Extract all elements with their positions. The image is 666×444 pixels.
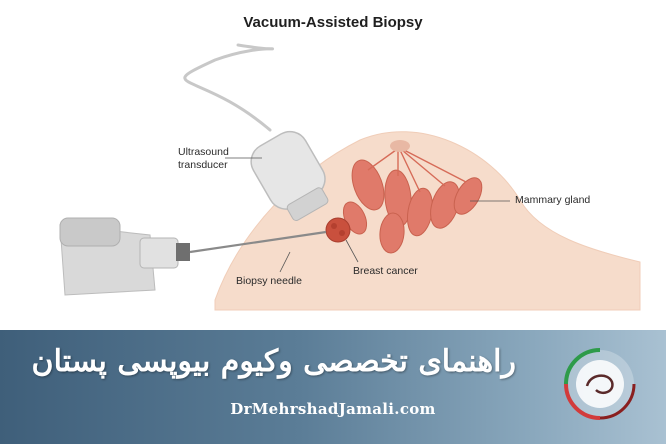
biopsy-device-shape <box>59 217 190 296</box>
breast-cancer-mass <box>325 217 351 243</box>
diagram-illustration <box>59 43 641 311</box>
clinic-logo <box>564 348 636 420</box>
ultrasound-label-line1: Ultrasound <box>178 146 229 158</box>
biopsy-needle-label: Biopsy needle <box>236 275 302 287</box>
nipple <box>390 140 410 152</box>
banner-title: راهنمای تخصصی وکیوم بیوپسی پستان <box>31 344 516 379</box>
website-url[interactable]: DrMehrshadJamali.com <box>230 400 436 418</box>
mammary-gland-lobes <box>342 159 483 254</box>
ultrasound-label-line2: transducer <box>178 159 228 171</box>
biopsy-needle-shape <box>189 230 327 254</box>
transducer-cable <box>183 43 275 132</box>
diagram-title: Vacuum-Assisted Biopsy <box>243 14 423 31</box>
promo-banner: راهنمای تخصصی وکیوم بیوپسی پستان DrMehrs… <box>0 330 666 444</box>
ultrasound-transducer-label: Ultrasound transducer <box>178 146 229 172</box>
biopsy-diagram: Vacuum-Assisted Biopsy <box>59 14 641 311</box>
ultrasound-transducer-shape <box>250 130 329 221</box>
breast-cancer-label: Breast cancer <box>353 265 418 277</box>
mammary-gland-label: Mammary gland <box>515 194 591 206</box>
mammary-ducts <box>367 149 467 193</box>
label-leaders <box>225 157 510 273</box>
